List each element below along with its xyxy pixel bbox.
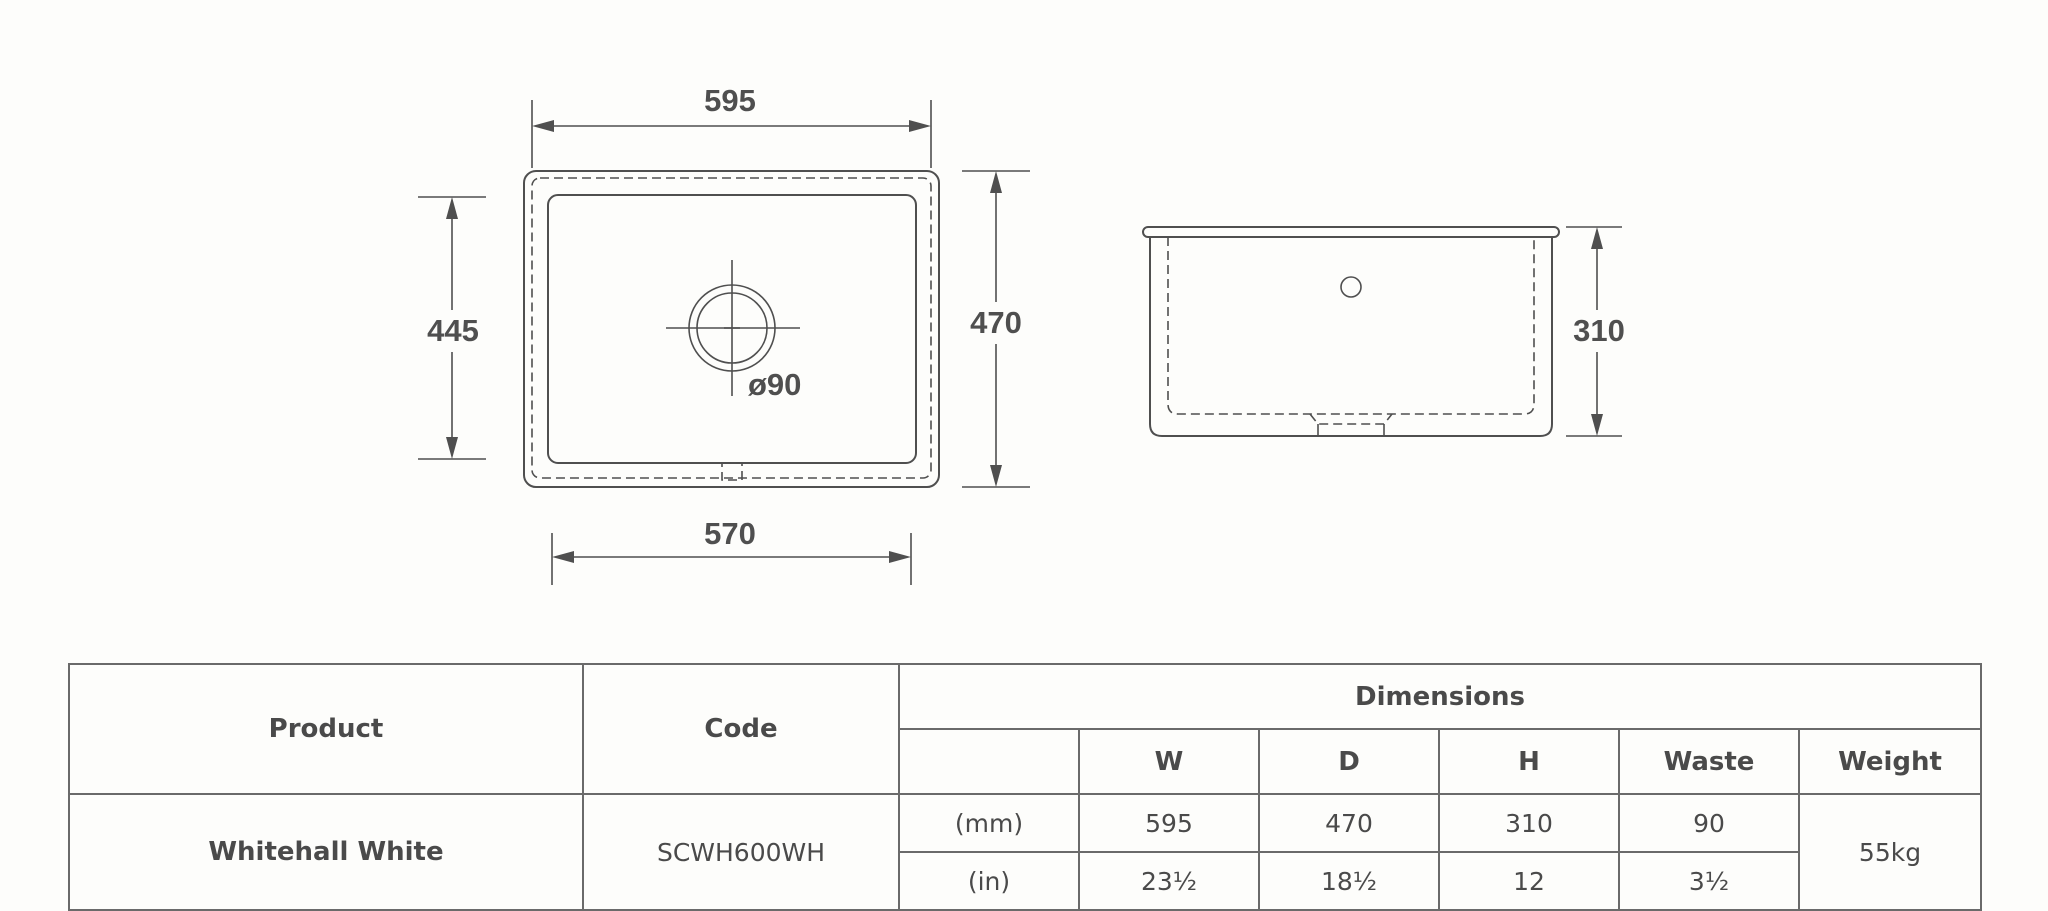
sink-outer-rim [523, 170, 940, 488]
overflow-slot [721, 462, 743, 481]
bowl-width-label: 570 [704, 516, 756, 551]
cell-d-mm: 470 [1258, 793, 1440, 853]
waste-outlet [666, 260, 800, 396]
plan-view: ø90 595 570 445 [418, 83, 1030, 585]
dimension-height [1566, 226, 1622, 437]
dimension-overall-width [531, 100, 932, 168]
sink-bowl-dashed [1167, 237, 1535, 415]
header-w: W [1078, 728, 1260, 795]
dimension-bowl-depth [418, 196, 486, 460]
cell-weight: 55kg [1797, 793, 1983, 911]
overall-width-label: 595 [704, 83, 756, 118]
header-waste: Waste [1618, 728, 1800, 795]
cell-w-in: 23½ [1078, 851, 1260, 911]
sink-top-lip [1142, 226, 1560, 238]
specification-table: Product Code Dimensions W D H Waste Weig… [68, 663, 1983, 911]
cell-h-mm: 310 [1438, 793, 1620, 853]
cell-waste-mm: 90 [1618, 793, 1800, 853]
waste-fitting [1309, 413, 1393, 425]
header-dimensions: Dimensions [897, 663, 1983, 730]
sink-bowl [547, 194, 917, 464]
sink-body-outline [1149, 237, 1553, 437]
cell-w-mm: 595 [1078, 793, 1260, 853]
cell-waste-in: 3½ [1618, 851, 1800, 911]
cell-h-in: 12 [1438, 851, 1620, 911]
header-unit-blank [898, 728, 1080, 795]
header-code: Code [582, 663, 900, 795]
side-view: 310 [1142, 226, 1625, 437]
header-h: H [1438, 728, 1620, 795]
header-d: D [1258, 728, 1440, 795]
overflow-hole [1340, 276, 1362, 298]
table-row: Whitehall White SCWH600WH (mm) 595 470 3… [68, 793, 1983, 911]
header-product: Product [68, 663, 584, 795]
cell-unit-in: (in) [898, 851, 1080, 911]
cell-d-in: 18½ [1258, 851, 1440, 911]
header-weight: Weight [1797, 728, 1983, 795]
waste-diameter-label: ø90 [748, 367, 801, 402]
bowl-depth-label: 445 [427, 313, 479, 348]
cell-code: SCWH600WH [582, 793, 900, 911]
overall-depth-label: 470 [970, 305, 1022, 340]
dimension-overall-depth [962, 170, 1030, 488]
cell-unit-mm: (mm) [898, 793, 1080, 853]
cell-product: Whitehall White [68, 793, 584, 911]
technical-drawing: ø90 595 570 445 [418, 83, 1625, 585]
sink-rim-dashed [531, 177, 932, 479]
dimension-bowl-width [551, 533, 912, 585]
height-label: 310 [1573, 313, 1625, 348]
